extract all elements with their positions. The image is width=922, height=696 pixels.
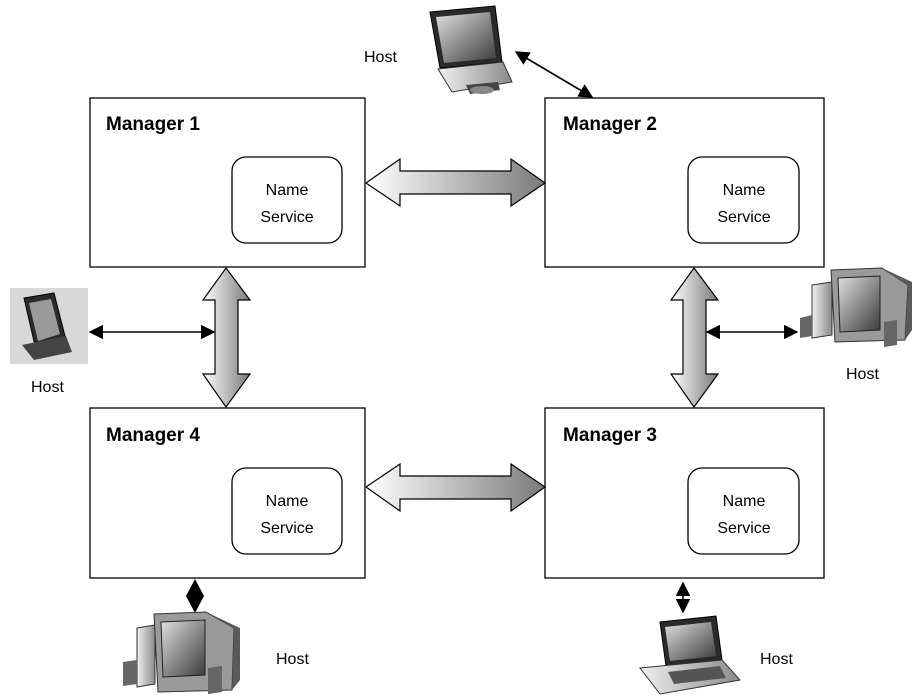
host-label: Host	[846, 366, 879, 383]
manager-title: Manager 3	[563, 425, 657, 446]
desktop-computer-icon	[123, 611, 240, 694]
name-service-label-line2: Service	[717, 520, 770, 537]
host-link-arrow	[186, 579, 204, 613]
laptop-icon	[429, 5, 513, 94]
name-service-label-line1: Name	[266, 182, 309, 199]
host-label: Host	[760, 651, 793, 668]
host-label: Host	[31, 379, 64, 396]
name-service-label-line1: Name	[266, 493, 309, 510]
manager-title: Manager 1	[106, 114, 200, 135]
laptop-icon	[639, 615, 741, 695]
host-label: Host	[364, 49, 397, 66]
manager-title: Manager 2	[563, 114, 657, 135]
manager1-manager4-link-arrow	[201, 266, 252, 409]
name-service-label-line2: Service	[260, 520, 313, 537]
manager4-manager3-link-arrow	[364, 462, 547, 513]
manager-1-box: Manager 1 Name Service	[89, 97, 366, 268]
name-service-box: Name Service	[231, 156, 343, 244]
desktop-computer-icon	[800, 267, 912, 347]
name-service-label-line2: Service	[260, 209, 313, 226]
pda-icon	[10, 288, 88, 364]
name-service-box: Name Service	[687, 156, 800, 244]
name-service-box: Name Service	[687, 467, 800, 555]
manager-4-box: Manager 4 Name Service	[89, 407, 366, 579]
host-label: Host	[276, 651, 309, 668]
manager-3-box: Manager 3 Name Service	[544, 407, 825, 579]
manager2-manager3-link-arrow	[669, 266, 720, 409]
manager-title: Manager 4	[106, 425, 200, 446]
name-service-label-line2: Service	[717, 209, 770, 226]
manager1-manager2-link-arrow	[364, 157, 547, 208]
name-service-box: Name Service	[231, 467, 343, 555]
host-link-arrow	[514, 51, 594, 98]
manager-2-box: Manager 2 Name Service	[544, 97, 825, 268]
name-service-label-line1: Name	[723, 182, 766, 199]
name-service-label-line1: Name	[723, 493, 766, 510]
